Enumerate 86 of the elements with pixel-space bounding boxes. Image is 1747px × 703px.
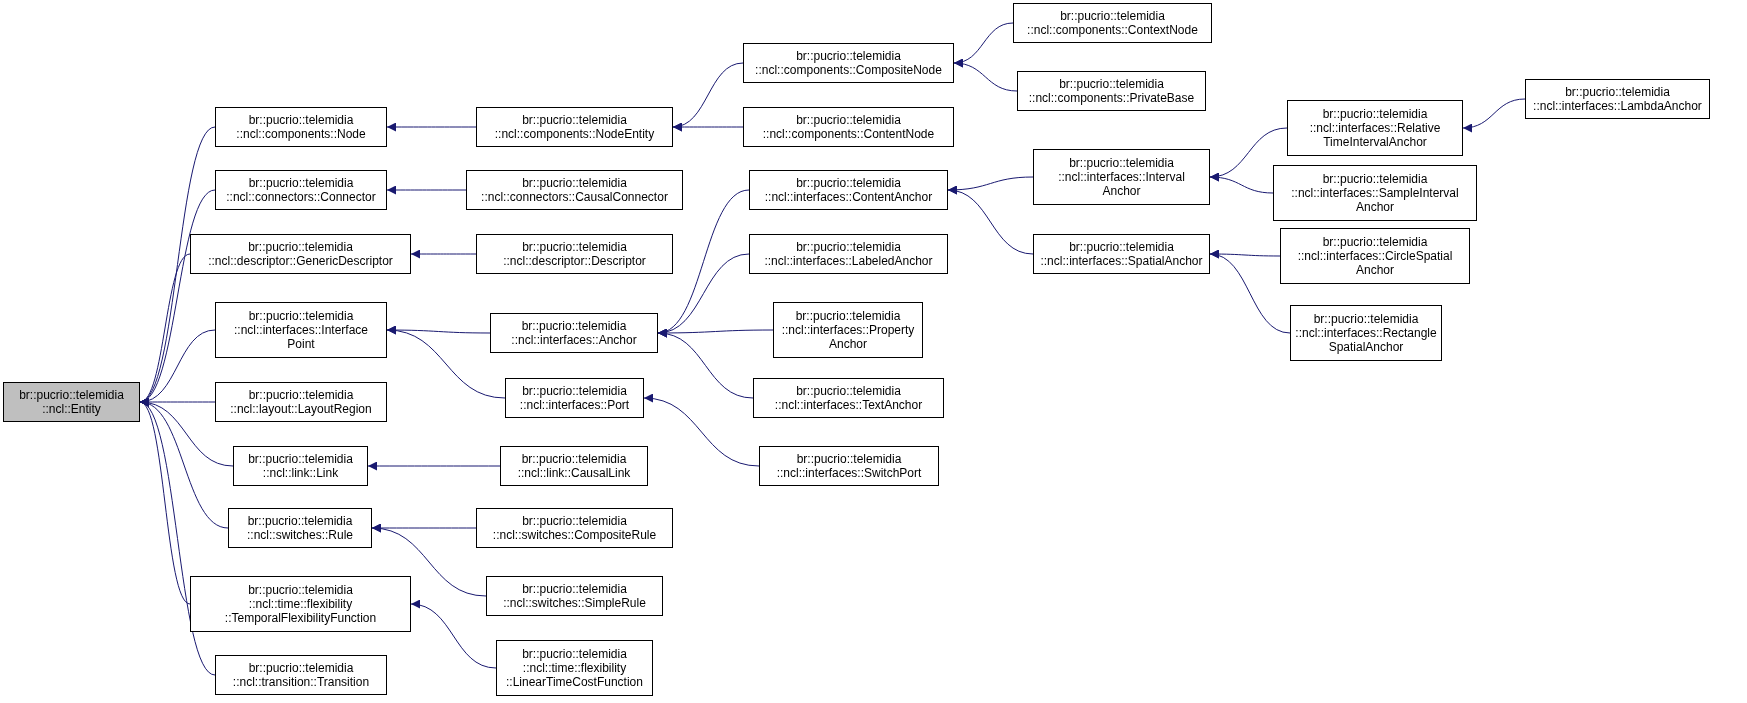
class-name: br::pucrio::telemidia ::ncl::switches::Rule bbox=[245, 514, 354, 542]
class-name: br::pucrio::telemidia ::ncl::components::ContentNode bbox=[761, 113, 936, 141]
class-name: br::pucrio::telemidia ::ncl::interfaces::LambdaAnchor bbox=[1532, 85, 1703, 113]
class-name: br::pucrio::telemidia ::ncl::interfaces::Rectangle SpatialAnchor bbox=[1295, 312, 1437, 354]
class-box bbox=[749, 234, 948, 274]
class-box bbox=[1013, 3, 1212, 43]
inheritance-arrow bbox=[371, 524, 487, 597]
class-box bbox=[190, 234, 411, 274]
class-name: br::pucrio::telemidia ::ncl::descriptor::Descriptor bbox=[502, 240, 647, 268]
class-name: br::pucrio::telemidia ::ncl::link::Link bbox=[247, 452, 354, 480]
class-name: br::pucrio::telemidia ::ncl::switches::SimpleRule bbox=[502, 582, 647, 610]
class-box bbox=[233, 446, 368, 486]
inheritance-arrow bbox=[139, 401, 216, 676]
class-name: br::pucrio::telemidia ::ncl::interfaces::Port bbox=[518, 384, 631, 412]
class-name: br::pucrio::telemidia ::ncl::interfaces::Relative TimeIntervalAnchor bbox=[1308, 107, 1442, 149]
class-name: br::pucrio::telemidia ::ncl::components::NodeEntity bbox=[493, 113, 656, 141]
class-box bbox=[1287, 100, 1463, 156]
class-name: br::pucrio::telemidia ::ncl::time::flexibility ::LinearTimeCostFunction bbox=[505, 647, 644, 689]
class-box bbox=[753, 378, 944, 418]
class-name: br::pucrio::telemidia ::ncl::link::CausalLink bbox=[516, 452, 632, 480]
class-name: br::pucrio::telemidia ::ncl::components::CompositeNode bbox=[754, 49, 943, 77]
class-name: br::pucrio::telemidia ::ncl::Entity bbox=[18, 388, 125, 416]
class-box bbox=[215, 655, 387, 695]
class-box bbox=[1017, 71, 1206, 111]
class-name: br::pucrio::telemidia ::ncl::interfaces::CircleSpatial Anchor bbox=[1296, 235, 1454, 277]
class-box bbox=[1033, 234, 1210, 274]
class-name: br::pucrio::telemidia ::ncl::interfaces::SwitchPort bbox=[775, 452, 923, 480]
class-name: br::pucrio::telemidia ::ncl::interfaces::Anchor bbox=[510, 319, 638, 347]
inheritance-arrow bbox=[1209, 172, 1274, 194]
class-name: br::pucrio::telemidia ::ncl::components::Node bbox=[235, 113, 367, 141]
class-box bbox=[759, 446, 939, 486]
class-name: br::pucrio::telemidia ::ncl::interfaces::Interval Anchor bbox=[1057, 156, 1186, 198]
class-name: br::pucrio::telemidia ::ncl::interfaces::ContentAnchor bbox=[763, 176, 934, 204]
class-box bbox=[228, 508, 372, 548]
inheritance-arrow bbox=[1462, 98, 1526, 132]
class-box bbox=[1290, 305, 1442, 361]
class-name: br::pucrio::telemidia ::ncl::time::flexibility ::TemporalFlexibilityFunction bbox=[223, 583, 378, 625]
class-box bbox=[496, 640, 653, 696]
class-name: br::pucrio::telemidia ::ncl::components::ContextNode bbox=[1026, 9, 1199, 37]
class-box bbox=[215, 107, 387, 147]
class-name: br::pucrio::telemidia ::ncl::descriptor::GenericDescriptor bbox=[207, 240, 394, 268]
class-name: br::pucrio::telemidia ::ncl::connectors::CausalConnector bbox=[480, 176, 669, 204]
class-box bbox=[3, 382, 140, 422]
inheritance-arrow bbox=[386, 326, 506, 399]
class-box bbox=[743, 43, 954, 83]
inheritance-arrow bbox=[410, 249, 477, 259]
inheritance-arrow bbox=[410, 600, 497, 669]
class-name: br::pucrio::telemidia ::ncl::interfaces::LabeledAnchor bbox=[763, 240, 934, 268]
inheritance-arrow bbox=[672, 122, 744, 132]
class-box bbox=[476, 234, 673, 274]
class-box bbox=[215, 302, 387, 358]
class-box bbox=[1280, 228, 1470, 284]
class-box bbox=[1273, 165, 1477, 221]
inheritance-arrow bbox=[643, 394, 760, 467]
class-box bbox=[190, 576, 411, 632]
inheritance-arrow bbox=[367, 461, 501, 471]
class-box bbox=[505, 378, 644, 418]
class-box bbox=[486, 576, 663, 616]
inheritance-arrow bbox=[947, 186, 1034, 255]
class-name: br::pucrio::telemidia ::ncl::interfaces::TextAnchor bbox=[773, 384, 924, 412]
class-box bbox=[466, 170, 683, 210]
class-name: br::pucrio::telemidia ::ncl::interfaces::Interface Point bbox=[232, 309, 370, 351]
class-box bbox=[743, 107, 954, 147]
class-box bbox=[476, 508, 673, 548]
class-box bbox=[773, 302, 923, 358]
inheritance-arrow bbox=[953, 59, 1018, 92]
class-box bbox=[500, 446, 648, 486]
class-box bbox=[1033, 149, 1210, 205]
class-box bbox=[476, 107, 673, 147]
inheritance-arrow bbox=[386, 185, 467, 195]
class-box bbox=[215, 382, 387, 422]
class-name: br::pucrio::telemidia ::ncl::connectors::Connector bbox=[225, 176, 377, 204]
class-box bbox=[490, 313, 658, 353]
inheritance-arrow bbox=[657, 329, 754, 399]
class-name: br::pucrio::telemidia ::ncl::interfaces::SampleInterval Anchor bbox=[1290, 172, 1460, 214]
inheritance-arrow bbox=[386, 122, 477, 132]
class-box bbox=[1525, 79, 1710, 119]
class-box bbox=[749, 170, 948, 210]
inheritance-arrow bbox=[1209, 251, 1291, 334]
class-name: br::pucrio::telemidia ::ncl::transition::Transition bbox=[231, 661, 371, 689]
class-box bbox=[215, 170, 387, 210]
class-name: br::pucrio::telemidia ::ncl::interfaces::SpatialAnchor bbox=[1039, 240, 1204, 268]
class-name: br::pucrio::telemidia ::ncl::layout::LayoutRegion bbox=[229, 388, 373, 416]
class-name: br::pucrio::telemidia ::ncl::interfaces::Property Anchor bbox=[780, 309, 916, 351]
class-name: br::pucrio::telemidia ::ncl::components::PrivateBase bbox=[1027, 77, 1196, 105]
class-name: br::pucrio::telemidia ::ncl::switches::CompositeRule bbox=[491, 514, 658, 542]
